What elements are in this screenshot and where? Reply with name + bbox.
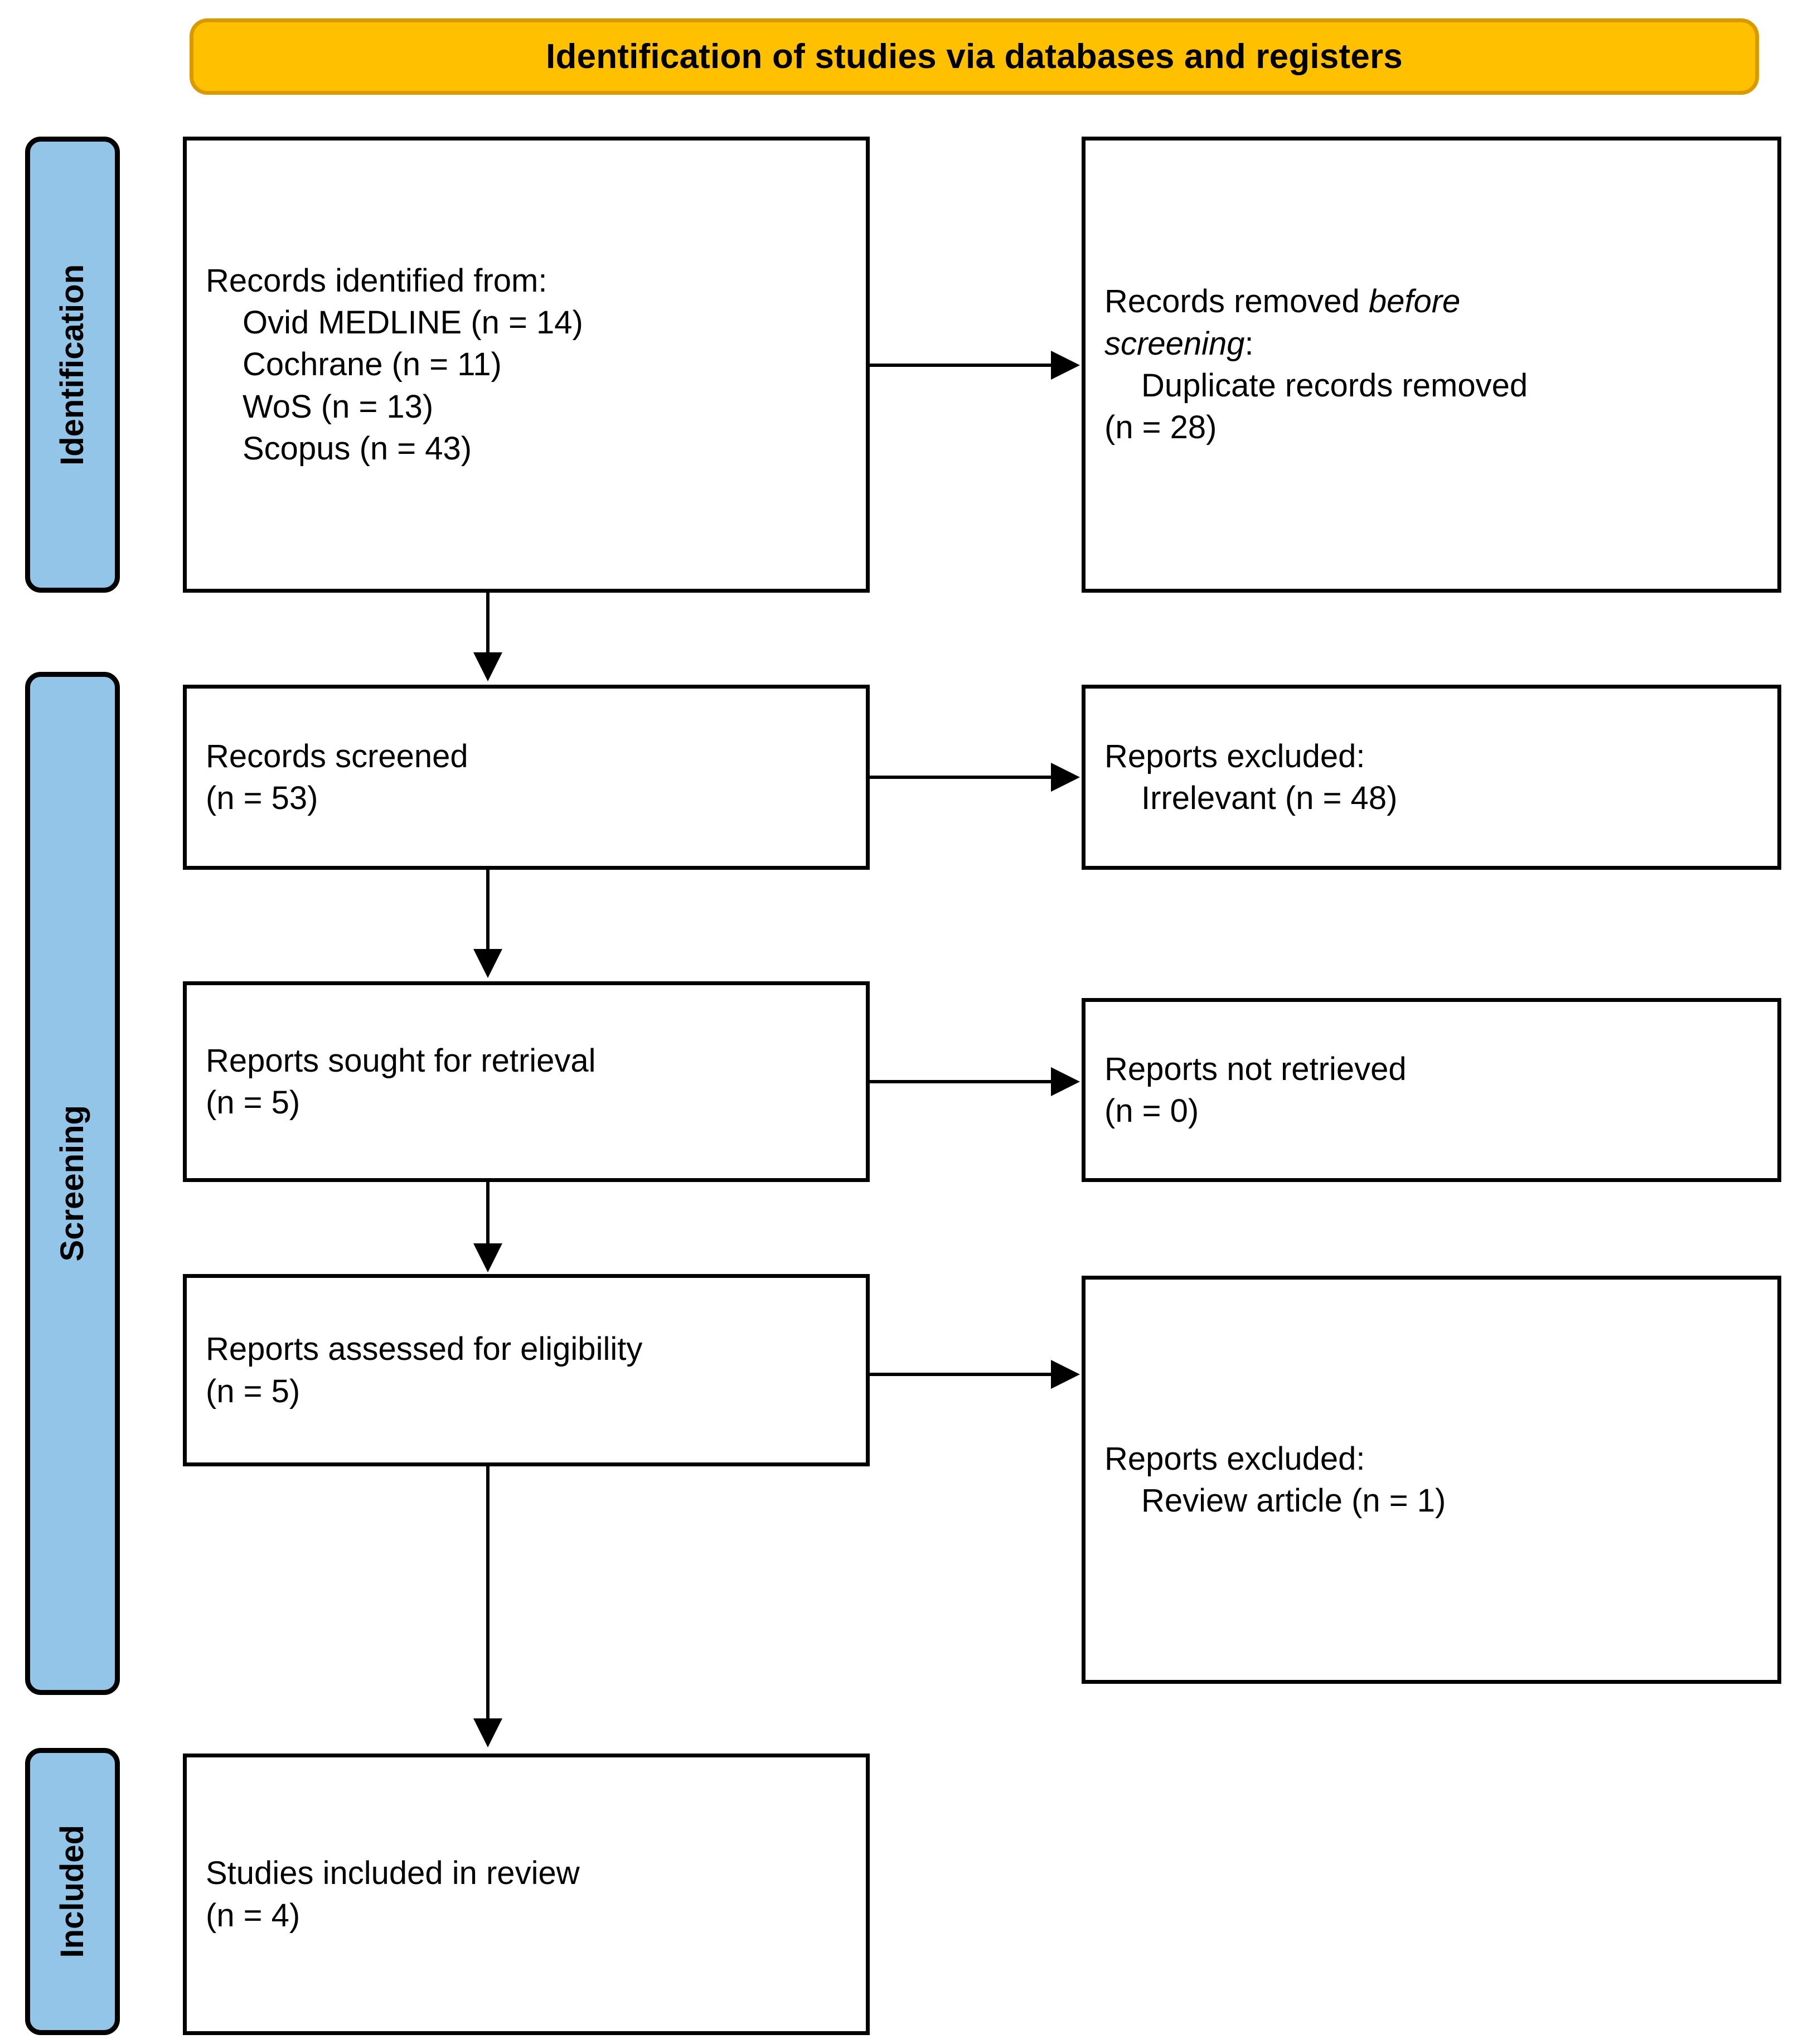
- stage-label-identification: Identification: [25, 137, 120, 593]
- stage-label-screening-text: Screening: [54, 1105, 90, 1262]
- box-reports-sought: Reports sought for retrieval (n = 5): [183, 981, 870, 1182]
- connector-screened-to-sought: [486, 870, 490, 951]
- records-screened-line2: (n = 53): [206, 780, 318, 816]
- arrowhead-screened-to-sought: [473, 949, 502, 978]
- box-reports-excluded-review-article: Reports excluded: Review article (n = 1): [1082, 1276, 1781, 1684]
- stage-label-included-text: Included: [54, 1825, 90, 1958]
- records-removed-line2-italic: screening: [1104, 325, 1245, 362]
- box-records-screened-text: Records screened (n = 53): [187, 735, 866, 820]
- reports-excluded-1-line1: Reports excluded:: [1104, 738, 1365, 774]
- box-reports-assessed-text: Reports assessed for eligibility (n = 5): [187, 1328, 866, 1412]
- records-screened-line1: Records screened: [206, 738, 468, 774]
- box-studies-included-text: Studies included in review (n = 4): [187, 1852, 866, 1936]
- box-reports-assessed: Reports assessed for eligibility (n = 5): [183, 1274, 870, 1466]
- box-studies-included: Studies included in review (n = 4): [183, 1754, 870, 2035]
- records-removed-item2: (n = 28): [1104, 409, 1217, 446]
- arrowhead-assessed-to-included: [473, 1718, 502, 1747]
- box-reports-sought-text: Reports sought for retrieval (n = 5): [187, 1040, 866, 1124]
- arrowhead-identified-to-removed: [1051, 351, 1080, 380]
- studies-included-line1: Studies included in review: [206, 1855, 580, 1892]
- records-identified-heading: Records identified from:: [206, 262, 547, 299]
- connector-identified-to-screened: [486, 593, 490, 654]
- box-records-screened: Records screened (n = 53): [183, 685, 870, 870]
- arrowhead-sought-to-not-retrieved: [1051, 1067, 1080, 1096]
- reports-excluded-1-item1: Irrelevant (n = 48): [1141, 780, 1398, 816]
- records-identified-item-2: WoS (n = 13): [243, 388, 434, 425]
- records-removed-line2-colon: :: [1244, 325, 1254, 362]
- reports-assessed-line1: Reports assessed for eligibility: [206, 1331, 643, 1368]
- stage-label-included: Included: [25, 1748, 120, 2035]
- connector-sought-to-not-retrieved: [870, 1080, 1054, 1083]
- connector-identified-to-removed: [870, 364, 1054, 367]
- reports-not-retrieved-line2: (n = 0): [1104, 1093, 1199, 1129]
- reports-sought-line2: (n = 5): [206, 1084, 301, 1121]
- box-records-identified: Records identified from: Ovid MEDLINE (n …: [183, 137, 870, 593]
- arrowhead-screened-to-excluded: [1051, 763, 1080, 792]
- box-reports-excluded-irrelevant-text: Reports excluded: Irrelevant (n = 48): [1086, 735, 1777, 820]
- box-reports-excluded-irrelevant: Reports excluded: Irrelevant (n = 48): [1082, 685, 1781, 870]
- records-identified-item-3: Scopus (n = 43): [243, 430, 472, 467]
- banner-title: Identification of studies via databases …: [546, 37, 1403, 76]
- box-records-removed-text: Records removed before screening: Duplicat…: [1086, 280, 1777, 449]
- banner-identification-header: Identification of studies via databases …: [190, 18, 1759, 95]
- studies-included-line2: (n = 4): [206, 1897, 301, 1934]
- reports-excluded-2-line1: Reports excluded:: [1104, 1440, 1365, 1477]
- box-reports-not-retrieved: Reports not retrieved (n = 0): [1082, 998, 1781, 1182]
- box-reports-not-retrieved-text: Reports not retrieved (n = 0): [1086, 1048, 1777, 1132]
- box-records-removed: Records removed before screening: Duplicat…: [1082, 137, 1781, 593]
- stage-label-identification-text: Identification: [54, 264, 90, 466]
- reports-excluded-2-item1: Review article (n = 1): [1141, 1483, 1446, 1519]
- records-removed-item1: Duplicate records removed: [1141, 367, 1528, 404]
- reports-assessed-line2: (n = 5): [206, 1373, 301, 1410]
- connector-assessed-to-included: [486, 1466, 490, 1720]
- arrowhead-assessed-to-excluded: [1051, 1360, 1080, 1389]
- records-removed-line1-plain: Records removed: [1104, 283, 1369, 320]
- reports-sought-line1: Reports sought for retrieval: [206, 1042, 596, 1079]
- reports-not-retrieved-line1: Reports not retrieved: [1104, 1050, 1407, 1087]
- records-removed-line1-italic: before: [1368, 283, 1461, 320]
- stage-label-screening: Screening: [25, 672, 120, 1695]
- box-reports-excluded-review-article-text: Reports excluded: Review article (n = 1): [1086, 1438, 1777, 1522]
- box-records-identified-text: Records identified from: Ovid MEDLINE (n …: [187, 260, 866, 470]
- arrowhead-sought-to-assessed: [473, 1243, 502, 1272]
- connector-sought-to-assessed: [486, 1182, 490, 1244]
- records-identified-item-0: Ovid MEDLINE (n = 14): [243, 304, 583, 341]
- arrowhead-identified-to-screened: [473, 652, 502, 681]
- connector-screened-to-excluded: [870, 776, 1054, 779]
- connector-assessed-to-excluded: [870, 1373, 1054, 1376]
- records-identified-item-1: Cochrane (n = 11): [243, 346, 502, 383]
